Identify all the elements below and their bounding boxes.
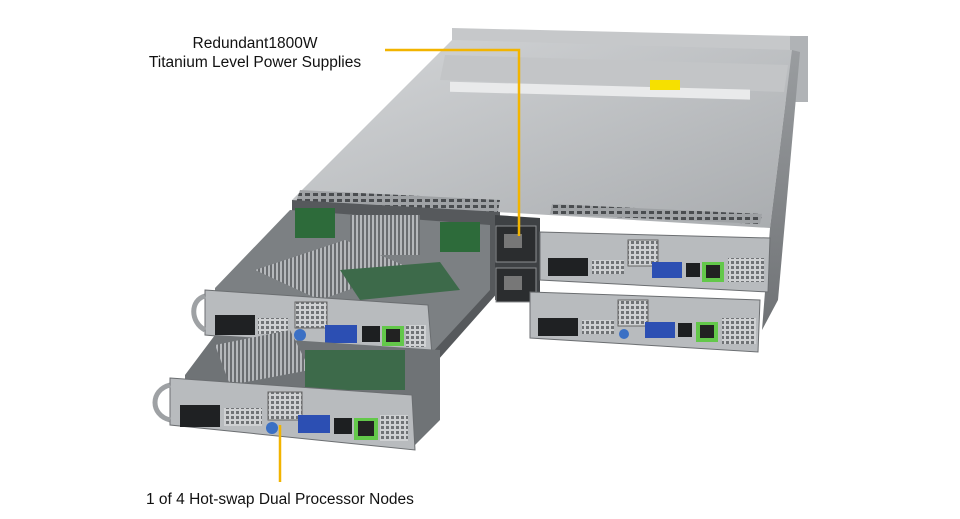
psu-leader-line [385,48,521,236]
node-right-upper [539,231,771,293]
node-upper-left [191,208,490,356]
node-lower-left [152,330,440,451]
chassis-side [762,50,800,330]
power-supply-units [495,225,537,303]
psu-callout: Redundant1800W Titanium Level Power Supp… [120,34,390,72]
chassis-top-cover [292,40,792,228]
psu-callout-line2: Titanium Level Power Supplies [148,54,362,71]
node-right-lower [529,291,761,353]
psu-callout-line1: Redundant1800W [192,35,318,52]
node-callout: 1 of 4 Hot-swap Dual Processor Nodes [146,491,414,508]
